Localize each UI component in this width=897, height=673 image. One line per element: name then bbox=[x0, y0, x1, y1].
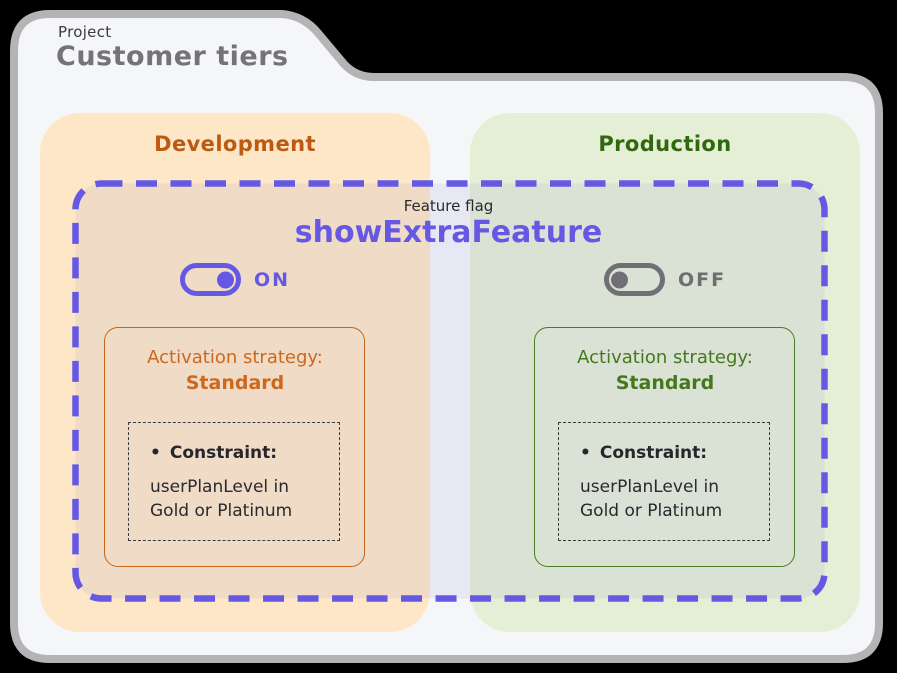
constraint-rule-line: userPlanLevel in bbox=[150, 477, 290, 497]
constraint-title: Constraint: bbox=[599, 443, 708, 463]
constraint-title: Constraint: bbox=[169, 443, 278, 463]
strategy-value: Standard bbox=[615, 372, 715, 394]
production-header: Production bbox=[598, 132, 732, 156]
development-toggle-row: ON bbox=[40, 263, 430, 296]
constraint-rule-line: Gold or Platinum bbox=[580, 501, 723, 521]
toggle-state-label: OFF bbox=[677, 268, 727, 291]
development-header: Development bbox=[154, 132, 316, 156]
constraint-heading: • Constraint: bbox=[580, 443, 769, 463]
strategy-label: Activation strategy: bbox=[147, 347, 323, 368]
constraint-rule-line: Gold or Platinum bbox=[150, 501, 293, 521]
toggle-knob bbox=[610, 271, 628, 288]
toggle-knob bbox=[216, 271, 234, 288]
toggle-off-switch[interactable] bbox=[603, 263, 665, 296]
project-label: Project bbox=[58, 23, 112, 41]
production-environment: Production OFF Activation strategy: Stan… bbox=[470, 113, 860, 632]
bullet-icon: • bbox=[580, 443, 591, 463]
development-constraint-box: • Constraint: userPlanLevel in Gold or Pl… bbox=[128, 422, 340, 541]
constraint-heading: • Constraint: bbox=[150, 443, 339, 463]
project-title: Customer tiers bbox=[56, 41, 289, 72]
strategy-label: Activation strategy: bbox=[577, 347, 753, 368]
constraint-rule-line: userPlanLevel in bbox=[580, 477, 720, 497]
toggle-state-label: ON bbox=[253, 268, 291, 291]
toggle-on-switch[interactable] bbox=[179, 263, 241, 296]
production-constraint-box: • Constraint: userPlanLevel in Gold or Pl… bbox=[558, 422, 770, 541]
bullet-icon: • bbox=[150, 443, 161, 463]
strategy-value: Standard bbox=[185, 372, 285, 394]
development-environment: Development ON Activation strategy: Stan… bbox=[40, 113, 430, 632]
production-toggle-row: OFF bbox=[470, 263, 860, 296]
